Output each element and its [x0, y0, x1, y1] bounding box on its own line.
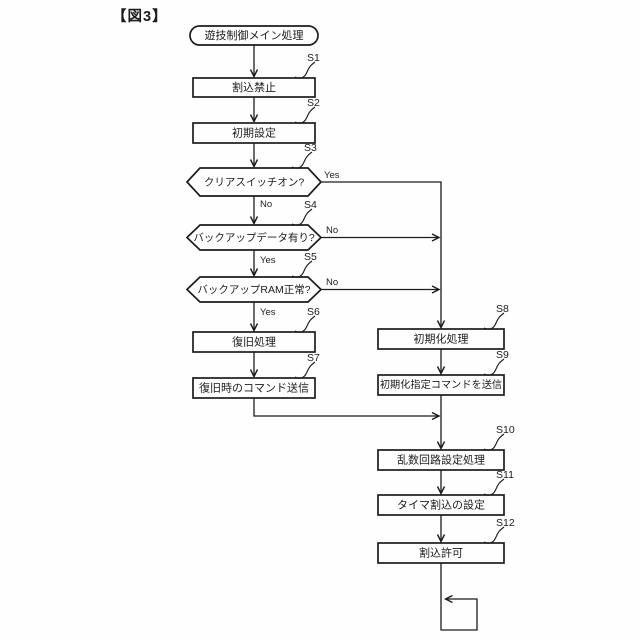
- step-ref-squiggle-s6: [294, 315, 316, 333]
- step-ref-s1: S1: [307, 52, 320, 64]
- node-s1-label: 割込禁止: [232, 80, 276, 94]
- connector-s12-loop: [440, 563, 478, 631]
- node-s9: 初期化指定コマンドを送信 S9: [377, 349, 509, 396]
- step-ref-squiggle-s10: [483, 433, 505, 451]
- step-ref-s6: S6: [307, 306, 320, 318]
- node-s12-label: 割込許可: [419, 546, 463, 560]
- node-s7-box: [192, 377, 316, 399]
- step-ref-s11: S11: [496, 469, 514, 481]
- node-s4-label: バックアップデータ有り?: [193, 231, 314, 244]
- branch-label-s4-yes: Yes: [260, 255, 276, 266]
- node-s5: バックアップRAM正常? S5: [185, 251, 323, 303]
- node-s8: 初期化処理 S8: [377, 303, 509, 350]
- step-ref-s9: S9: [496, 349, 509, 361]
- branch-label-s3-no: No: [260, 199, 272, 210]
- step-ref-s10: S10: [496, 424, 515, 436]
- node-s10-label: 乱数回路設定処理: [397, 453, 485, 467]
- node-s3-label: クリアスイッチオン?: [204, 177, 304, 189]
- node-s6: 復旧処理 S6: [192, 306, 320, 353]
- node-s8-label: 初期化処理: [414, 332, 469, 346]
- node-s11-box: [377, 494, 505, 516]
- node-s2-label: 初期設定: [232, 126, 276, 140]
- node-s7-label: 復旧時のコマンド送信: [199, 381, 309, 395]
- node-s6-label: 復旧処理: [232, 336, 276, 349]
- branch-label-s5-no: No: [326, 277, 338, 288]
- node-s11: タイマ割込の設定 S11: [377, 469, 514, 516]
- node-s3-hexagon: [185, 167, 323, 197]
- node-s8-box: [377, 328, 505, 350]
- node-s10: 乱数回路設定処理 S10: [377, 424, 515, 471]
- step-ref-squiggle-s12: [483, 526, 505, 544]
- node-s9-box: [377, 374, 505, 396]
- step-ref-s8: S8: [496, 303, 509, 315]
- step-ref-squiggle-s5: [291, 260, 313, 278]
- node-start: 遊技制御メイン処理: [189, 25, 319, 46]
- step-ref-s2: S2: [307, 97, 320, 109]
- step-ref-squiggle-s4: [291, 208, 313, 226]
- node-s3: クリアスイッチオン? S3: [185, 142, 323, 197]
- node-s12: 割込許可 S12: [377, 517, 515, 564]
- step-ref-squiggle-s8: [483, 312, 505, 330]
- node-s12-box: [377, 542, 505, 564]
- node-s2-box: [192, 122, 316, 144]
- connector-s7-merge: [253, 398, 441, 421]
- branch-label-s3-yes: Yes: [324, 170, 340, 181]
- node-s1: 割込禁止 S1: [192, 52, 320, 98]
- step-ref-s7: S7: [307, 352, 320, 364]
- node-s10-box: [377, 449, 505, 471]
- step-ref-s12: S12: [496, 517, 515, 529]
- start-terminal-shape: [189, 25, 319, 46]
- branch-label-s4-no: No: [326, 225, 338, 236]
- step-ref-s5: S5: [304, 251, 317, 263]
- step-ref-s3: S3: [304, 142, 317, 154]
- figure-label: 【図3】: [112, 8, 168, 25]
- step-ref-squiggle-s3: [291, 151, 313, 169]
- node-s4: バックアップデータ有り? S4: [185, 199, 323, 251]
- node-s2: 初期設定 S2: [192, 97, 320, 144]
- step-ref-squiggle-s1: [294, 61, 316, 79]
- step-ref-squiggle-s7: [294, 361, 316, 379]
- node-s6-box: [192, 331, 316, 353]
- node-s1-box: [192, 77, 316, 98]
- node-s4-hexagon: [185, 224, 323, 251]
- start-terminal-label: 遊技制御メイン処理: [205, 28, 304, 42]
- branch-label-s5-yes: Yes: [260, 307, 276, 318]
- node-s11-label: タイマ割込の設定: [397, 498, 485, 512]
- step-ref-squiggle-s2: [294, 106, 316, 124]
- step-ref-squiggle-s9: [483, 358, 505, 376]
- node-s9-label: 初期化指定コマンドを送信: [380, 378, 502, 391]
- step-ref-s4: S4: [304, 199, 317, 211]
- node-s7: 復旧時のコマンド送信 S7: [192, 352, 320, 399]
- step-ref-squiggle-s11: [483, 478, 505, 496]
- node-s5-hexagon: [185, 276, 323, 303]
- connector-s3-yes-rail-s8: [321, 181, 446, 330]
- node-s5-label: バックアップRAM正常?: [197, 283, 310, 296]
